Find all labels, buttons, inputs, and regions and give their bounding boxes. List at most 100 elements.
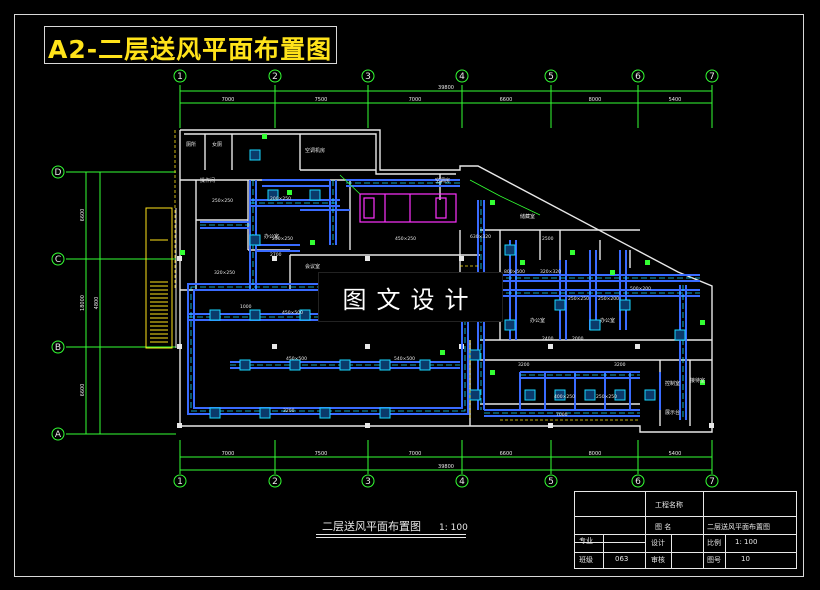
room-labels: 厕所 女厕 空调机房 空调房 办公室 操作间 会议室 储藏室 办公室 办公室 控… (186, 141, 705, 416)
axis-bottom-4: 4 (459, 477, 465, 487)
axis-top-6: 6 (635, 72, 641, 82)
axis-bottom-1: 1 (177, 477, 183, 487)
sheet-title: A2-二层送风平面布置图 (48, 35, 333, 64)
room-label: 女厕 (212, 141, 222, 148)
title-block: 工程名称 图 名 二层送风平面布置图 专业 设计 比例 1: 100 班级 06… (574, 491, 797, 569)
dim-left-2: 4800 (94, 297, 100, 310)
dim-bottom-3: 7000 (409, 451, 422, 457)
caption-underline (316, 534, 466, 538)
room-label: 会议室 (305, 263, 320, 270)
room-label: 办公室 (530, 317, 545, 324)
room-label: 厕所 (186, 141, 196, 148)
duct-label: 2500 (542, 236, 554, 242)
dimension-labels: 7000 7500 7000 6600 8000 5400 39800 7000… (222, 85, 682, 470)
tb-sheet-no-label: 图号 (707, 556, 721, 564)
axis-top-5: 5 (548, 72, 554, 82)
axis-left-c: C (55, 255, 61, 265)
duct-label: 2400 (542, 336, 554, 342)
dim-left-4: 6600 (80, 384, 86, 397)
caption-text: 二层送风平面布置图 (322, 520, 421, 533)
duct-label: 2000 (572, 336, 584, 342)
stairwell (145, 207, 177, 349)
duct-label: 250×200 (598, 296, 619, 302)
axis-bubble-labels: 1 2 3 4 5 6 7 1 2 3 4 5 6 7 D C B A (55, 72, 715, 487)
dimension-labels-left: 6600 4800 18000 6600 (80, 209, 100, 397)
dampers (180, 134, 705, 385)
axis-left-d: D (55, 168, 62, 178)
axis-top-3: 3 (365, 72, 371, 82)
duct-label: 250×250 (568, 296, 589, 302)
dim-bottom-6: 5400 (669, 451, 682, 457)
room-label: 展示台 (665, 409, 680, 416)
dim-top-1: 7000 (222, 97, 235, 103)
duct-label: 320×250 (214, 270, 235, 276)
duct-label: 3200 (614, 362, 626, 368)
axis-left-b: B (55, 343, 61, 353)
tb-scale-label: 比例 (707, 539, 721, 547)
axis-top-2: 2 (272, 72, 278, 82)
duct-label: 200×250 (270, 196, 291, 202)
duct-label: 1000 (240, 304, 252, 310)
dim-top-2: 7500 (315, 97, 328, 103)
axis-top-7: 7 (709, 72, 715, 82)
room-label: 空调机房 (305, 147, 325, 154)
duct-label: 3200 (283, 408, 295, 414)
tb-design: 设计 (651, 539, 665, 547)
tb-review: 审核 (651, 556, 665, 564)
duct-label: 540×500 (394, 356, 415, 362)
dim-top-5: 8000 (589, 97, 602, 103)
axis-left-a: A (55, 430, 62, 440)
axis-bottom-3: 3 (365, 477, 371, 487)
watermark-stamp: 图文设计 (318, 272, 503, 322)
axis-bottom-2: 2 (272, 477, 278, 487)
duct-size-labels: 250×250 200×250 2700 450×500 320×250 100… (212, 196, 651, 418)
tb-drawing-name: 二层送风平面布置图 (707, 523, 770, 531)
duct-label: 500×200 (630, 286, 651, 292)
dim-top-3: 7000 (409, 97, 422, 103)
columns (177, 256, 714, 428)
duct-label: 630×320 (470, 234, 491, 240)
dim-top-4: 6600 (500, 97, 513, 103)
duct-label: 3200 (518, 362, 530, 368)
tb-major: 专业 (579, 537, 593, 545)
duct-label: 250×250 (212, 198, 233, 204)
air-handling-unit (359, 193, 457, 223)
tb-drawing-name-label: 图 名 (655, 523, 672, 531)
duct-label: 400×250 (554, 394, 575, 400)
tb-project-label: 工程名称 (655, 501, 683, 509)
duct-label: 450×500 (282, 310, 303, 316)
duct-label: 450×500 (286, 356, 307, 362)
hatched-zones (174, 130, 640, 421)
dim-top-6: 5400 (669, 97, 682, 103)
dim-bottom-5: 8000 (589, 451, 602, 457)
tb-class-no: 063 (615, 555, 629, 563)
duct-label: 2700 (270, 252, 282, 258)
drawing-border (14, 14, 804, 577)
dim-bottom-2: 7500 (315, 451, 328, 457)
room-label: 空调房 (435, 177, 450, 184)
axis-top-4: 4 (459, 72, 465, 82)
room-label: 操作间 (200, 177, 215, 184)
dim-bottom-1: 7000 (222, 451, 235, 457)
duct-label: 250×250 (596, 394, 617, 400)
duct-label: 320×320 (540, 269, 561, 275)
duct-label: 450×250 (395, 236, 416, 242)
tb-class: 班级 (579, 556, 593, 564)
axis-top-1: 1 (177, 72, 183, 82)
axis-bottom-5: 5 (548, 477, 554, 487)
tb-scale: 1: 100 (735, 538, 758, 546)
dim-top-total: 39800 (438, 85, 454, 91)
dim-left-1: 6600 (80, 209, 86, 222)
room-label: 控制室 (665, 380, 680, 387)
room-label: 接待室 (690, 377, 705, 384)
dim-bottom-4: 6600 (500, 451, 513, 457)
room-label: 储藏室 (520, 213, 535, 220)
tb-sheet-no: 10 (741, 555, 750, 563)
axis-bottom-6: 6 (635, 477, 641, 487)
room-label: 办公室 (600, 317, 615, 324)
duct-label: 7000 (556, 412, 568, 418)
dim-bottom-total: 39800 (438, 464, 454, 470)
top-axis-grid (173, 69, 719, 128)
